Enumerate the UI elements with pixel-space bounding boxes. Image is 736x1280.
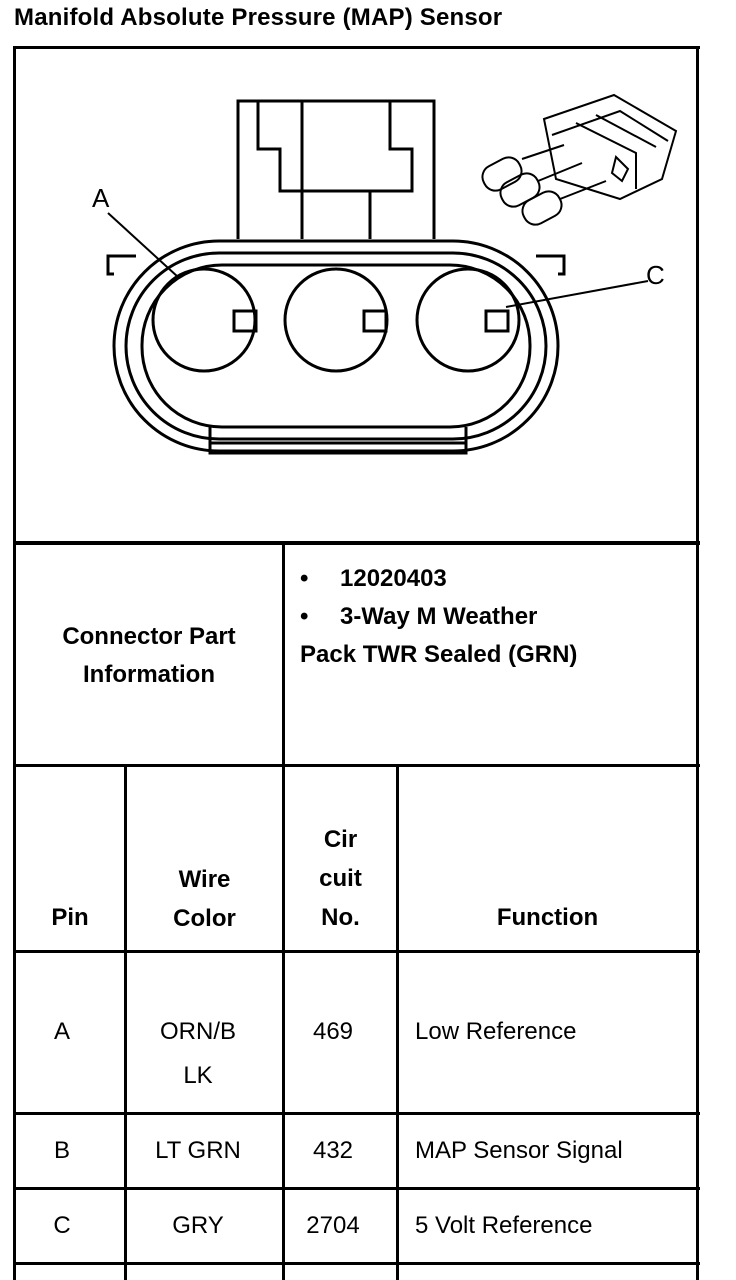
function-cell: MAP Sensor Signal <box>415 1137 623 1164</box>
function-cell: Low Reference <box>415 1018 577 1045</box>
connector-thumbnail-icon <box>481 93 678 226</box>
bullet-item: •3-Way M Weather <box>300 603 538 630</box>
header-circuit-no: Cir cuit No. <box>285 820 396 937</box>
bullet-continuation: Pack TWR Sealed (GRN) <box>300 641 578 668</box>
header-cuit-line: cuit <box>319 865 362 892</box>
callout-a: A <box>92 183 110 213</box>
page-title: Manifold Absolute Pressure (MAP) Sensor <box>14 4 503 31</box>
header-cir-line: Cir <box>323 826 358 853</box>
circuit-cell: 469 <box>312 1018 354 1045</box>
wire-color-line: LK <box>183 1062 213 1089</box>
callout-c: C <box>646 260 665 290</box>
bullet-item: •12020403 <box>300 565 447 592</box>
part-number: 12020403 <box>340 565 447 592</box>
header-wire-color: Wire Color <box>127 860 282 938</box>
function-cell: 5 Volt Reference <box>415 1212 593 1239</box>
connector-drawing <box>106 93 678 455</box>
wire-color-cell: LT GRN <box>155 1137 241 1164</box>
pin-cell: C <box>53 1212 71 1239</box>
wire-color-cell: GRY <box>172 1212 224 1239</box>
header-color-line: Color <box>173 905 236 932</box>
circuit-cell: 432 <box>312 1137 354 1164</box>
connector-diagram: A C <box>16 49 696 541</box>
connector-type: 3-Way M Weather <box>340 603 538 630</box>
pin-cell: A <box>53 1018 70 1045</box>
wire-color-cell: ORN/B LK <box>127 1010 269 1098</box>
header-pin: Pin <box>51 904 89 931</box>
pin-cell: B <box>53 1137 70 1164</box>
connector-part-info-label: Connector Part Information <box>62 623 236 688</box>
header-function: Function <box>496 904 599 931</box>
circuit-cell: 2704 <box>306 1212 360 1239</box>
header-no-line: No. <box>321 904 360 931</box>
connector-part-info-value: •12020403 •3-Way M Weather Pack TWR Seal… <box>300 560 577 674</box>
header-wire-line: Wire <box>178 866 231 893</box>
wire-color-line: ORN/B <box>159 1018 236 1045</box>
